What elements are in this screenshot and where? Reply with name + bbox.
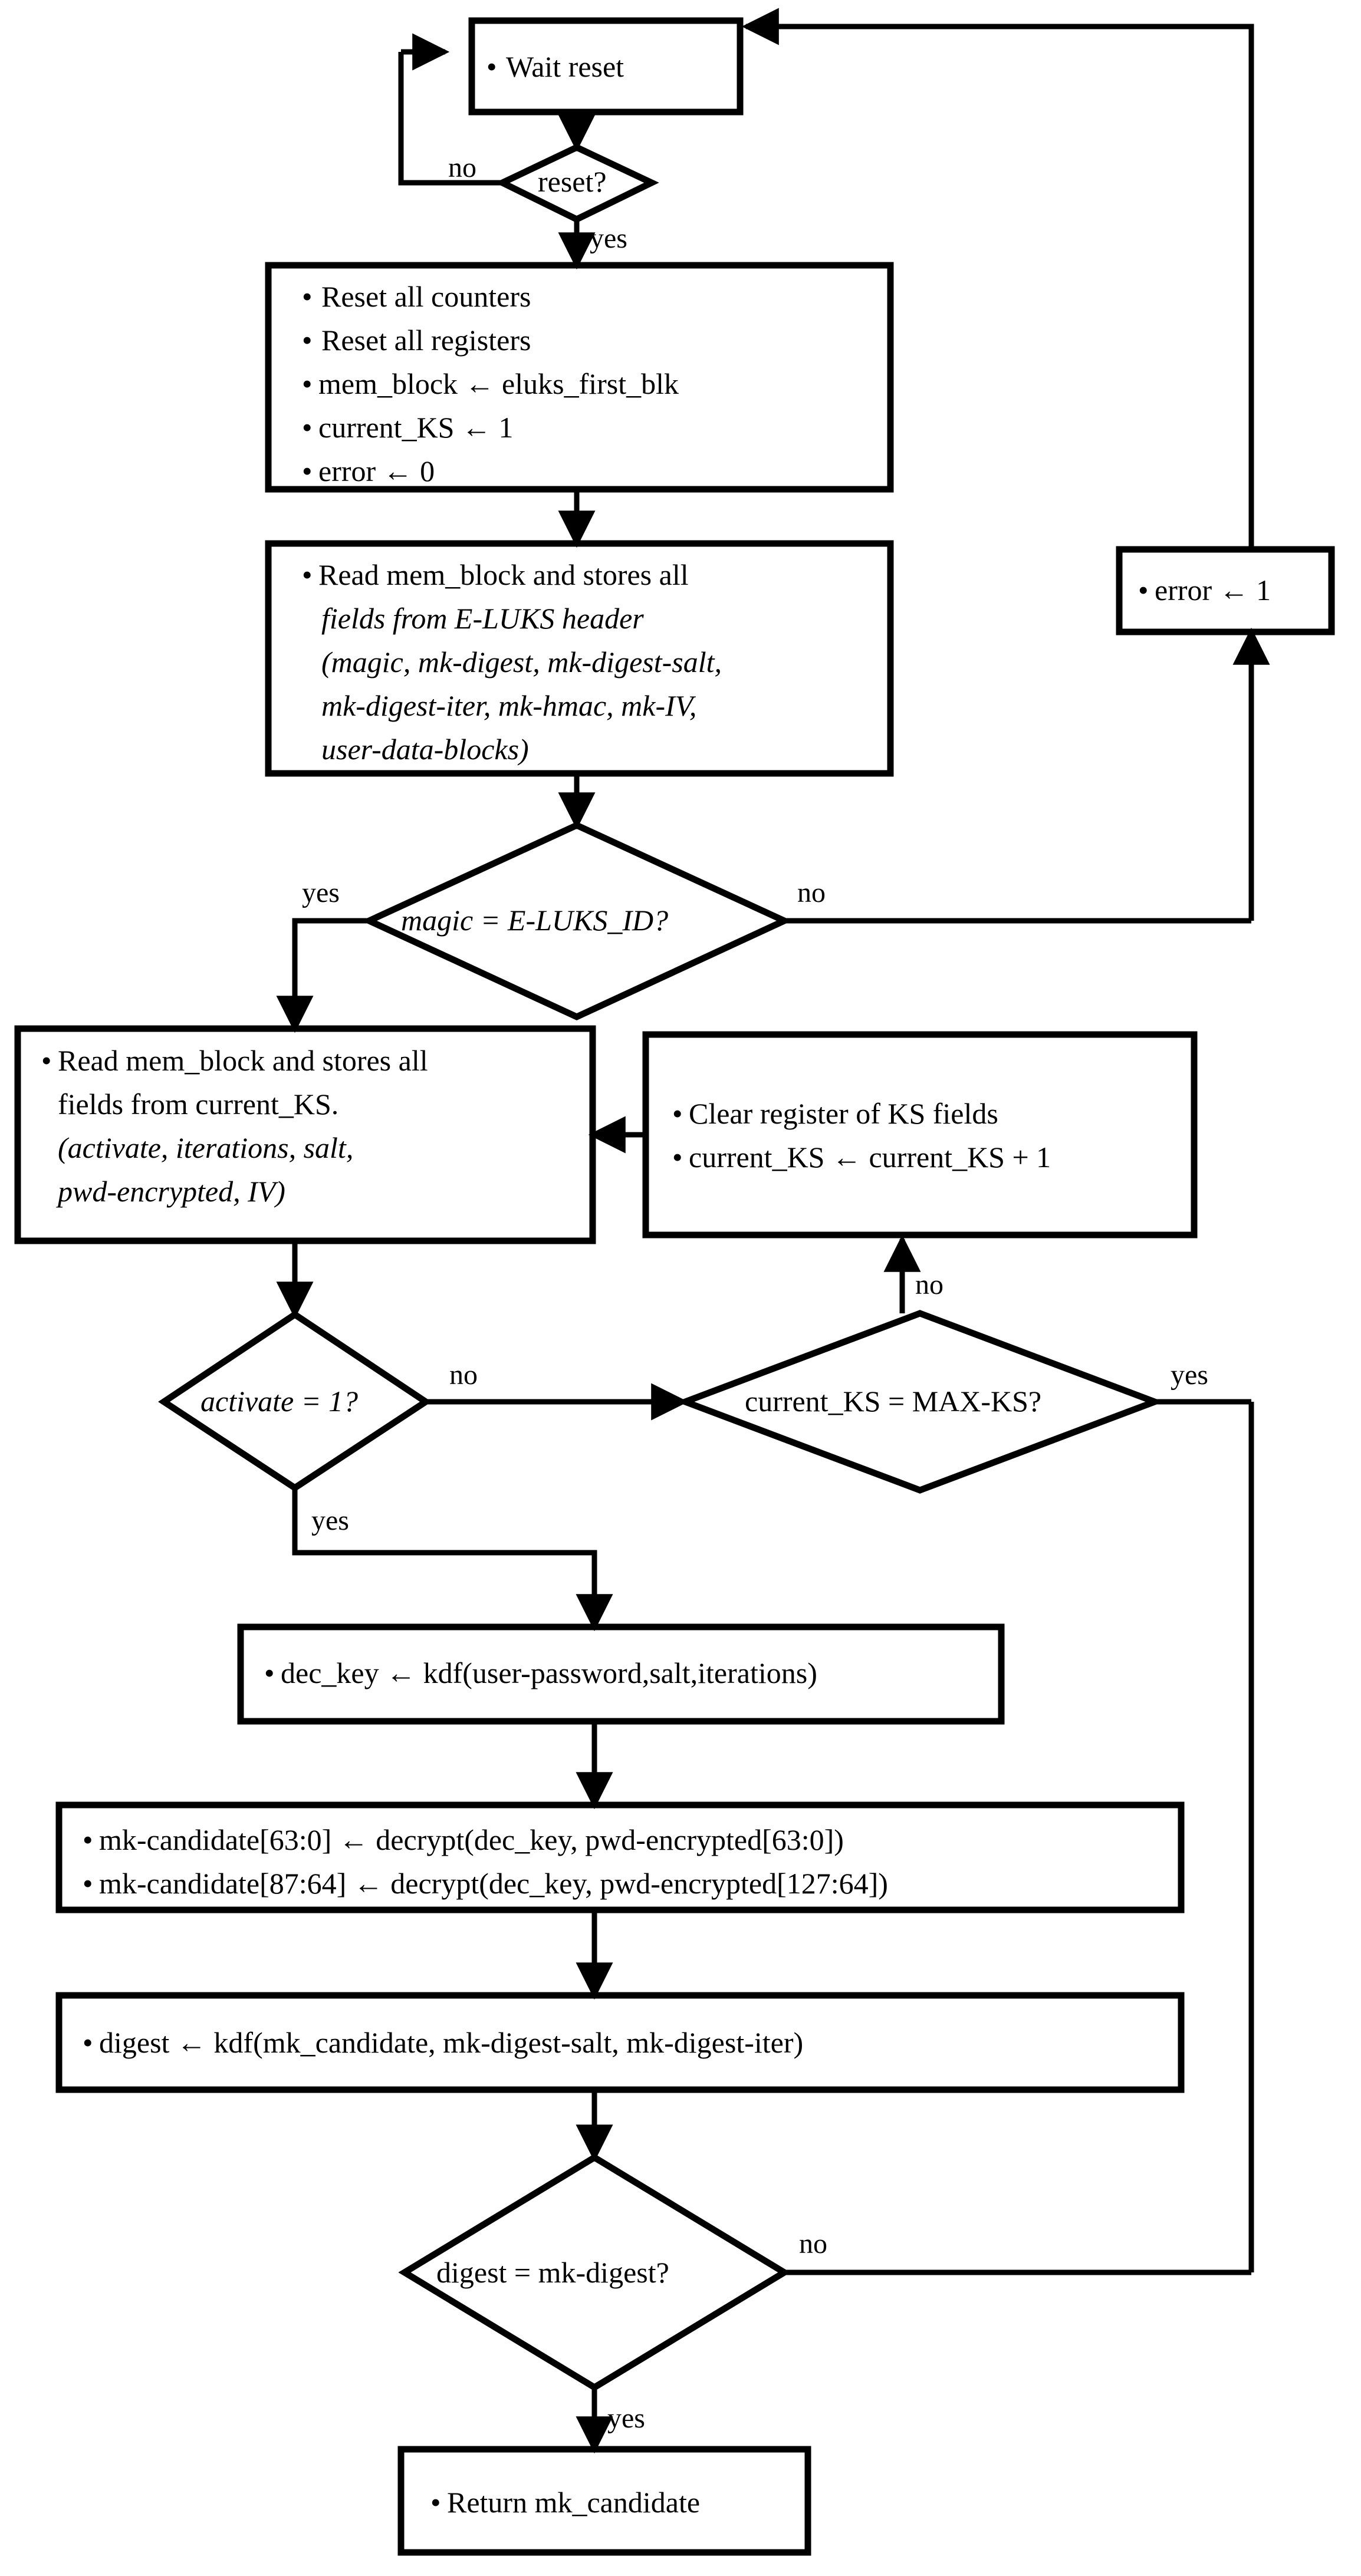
read-ks-line-0: Read mem_block and stores all (58, 1044, 428, 1077)
label-reset-yes: yes (590, 223, 627, 254)
init-bullet-2: • (302, 367, 313, 400)
label-magic-yes: yes (302, 877, 340, 908)
label-reset-no: no (448, 152, 476, 183)
node-read-ks[interactable] (14, 1025, 596, 1244)
node-wait-reset[interactable] (468, 17, 744, 116)
activate-decision-label: activate = 1? (200, 1385, 358, 1418)
label-magic-no: no (797, 877, 826, 908)
init-line-0: Reset all counters (321, 280, 531, 313)
node-error-set[interactable] (1116, 546, 1335, 635)
init-bullet-0: • (302, 280, 313, 313)
clear-ks-line-0: Clear register of KS fields (689, 1097, 998, 1130)
read-header-line-4: user-data-blocks) (321, 733, 529, 766)
digest-calc-bullet: • (83, 2026, 93, 2059)
init-bullet-4: • (302, 454, 313, 487)
node-return-mk[interactable] (397, 2446, 811, 2556)
read-ks-line-2: (activate, iterations, salt, (58, 1131, 353, 1164)
read-ks-bullet: • (41, 1044, 52, 1077)
read-header-line-0: Read mem_block and stores all (318, 558, 689, 591)
mk-candidate-line-0: mk-candidate[63:0] ← decrypt(dec_key, pw… (99, 1823, 844, 1856)
node-init[interactable] (265, 262, 894, 493)
node-reset-decision[interactable] (495, 143, 659, 223)
label-maxks-yes: yes (1171, 1359, 1208, 1391)
read-ks-line-3: pwd-encrypted, IV) (56, 1175, 285, 1208)
label-digest-no: no (799, 2228, 827, 2259)
init-line-1: Reset all registers (321, 324, 531, 357)
label-digest-yes: yes (607, 2403, 645, 2434)
init-line-2: mem_block ← eluks_first_blk (318, 367, 679, 400)
edge-activateq-yes (292, 1488, 613, 1632)
dec-key-line-0: dec_key ← kdf(user-password,salt,iterati… (281, 1656, 817, 1689)
edge-resetq-no-loop (398, 52, 502, 186)
edge-label-texts: no yes yes no no yes no yes no yes (302, 152, 1208, 2434)
node-digest-decision[interactable] (398, 2153, 791, 2391)
init-line-4: error ← 0 (318, 454, 435, 487)
connectors (276, 8, 1270, 2454)
mk-candidate-bullet-0: • (83, 1823, 93, 1856)
dec-key-bullet: • (264, 1656, 275, 1689)
wait-reset-bullet: • (486, 50, 497, 83)
init-bullet-3: • (302, 411, 313, 444)
return-mk-bullet: • (430, 2486, 441, 2519)
label-activate-yes: yes (311, 1505, 349, 1536)
wait-reset-line-0: Wait reset (506, 50, 624, 83)
node-mk-candidate[interactable] (55, 1801, 1185, 1913)
node-dec-key[interactable] (237, 1623, 1005, 1725)
mk-candidate-line-1: mk-candidate[87:64] ← decrypt(dec_key, p… (99, 1867, 888, 1900)
return-mk-line-0: Return mk_candidate (447, 2486, 700, 2519)
read-header-bullet: • (302, 558, 313, 591)
node-digest-calc[interactable] (55, 1992, 1185, 2093)
magic-decision-label: magic = E-LUKS_ID? (401, 904, 668, 937)
init-bullet-1: • (302, 324, 313, 357)
error-set-line-0: error ← 1 (1155, 574, 1271, 607)
label-maxks-no: no (915, 1269, 944, 1300)
node-activate-decision[interactable] (158, 1310, 432, 1492)
read-header-line-1: fields from E-LUKS header (321, 602, 644, 635)
maxks-decision-label: current_KS = MAX-KS? (745, 1385, 1041, 1418)
clear-ks-bullet-1: • (672, 1141, 683, 1174)
read-ks-line-1: fields from current_KS. (58, 1088, 338, 1121)
read-header-line-3: mk-digest-iter, mk-hmac, mk-IV, (321, 689, 696, 722)
error-set-bullet: • (1138, 574, 1149, 607)
mk-candidate-bullet-1: • (83, 1867, 93, 1900)
node-clear-ks[interactable] (642, 1031, 1198, 1238)
clear-ks-bullet-0: • (672, 1097, 683, 1130)
read-header-line-2: (magic, mk-digest, mk-digest-salt, (321, 645, 722, 678)
reset-decision-label: reset? (538, 165, 607, 198)
edge-magicq-yes (276, 918, 369, 1033)
clear-ks-line-1: current_KS ← current_KS + 1 (689, 1141, 1051, 1174)
node-magic-decision[interactable] (361, 821, 793, 1021)
node-maxks-decision[interactable] (676, 1310, 1164, 1494)
digest-calc-line-0: digest ← kdf(mk_candidate, mk-digest-sal… (99, 2026, 803, 2059)
node-texts: • Wait reset reset? • Reset all counters… (41, 50, 1271, 2519)
edge-errorbox-to-waitreset (741, 8, 1254, 549)
node-read-header[interactable] (265, 540, 894, 777)
shapes (14, 17, 1335, 2556)
digest-decision-label: digest = mk-digest? (436, 2256, 669, 2289)
init-line-3: current_KS ← 1 (318, 411, 514, 444)
label-activate-no: no (449, 1359, 478, 1391)
